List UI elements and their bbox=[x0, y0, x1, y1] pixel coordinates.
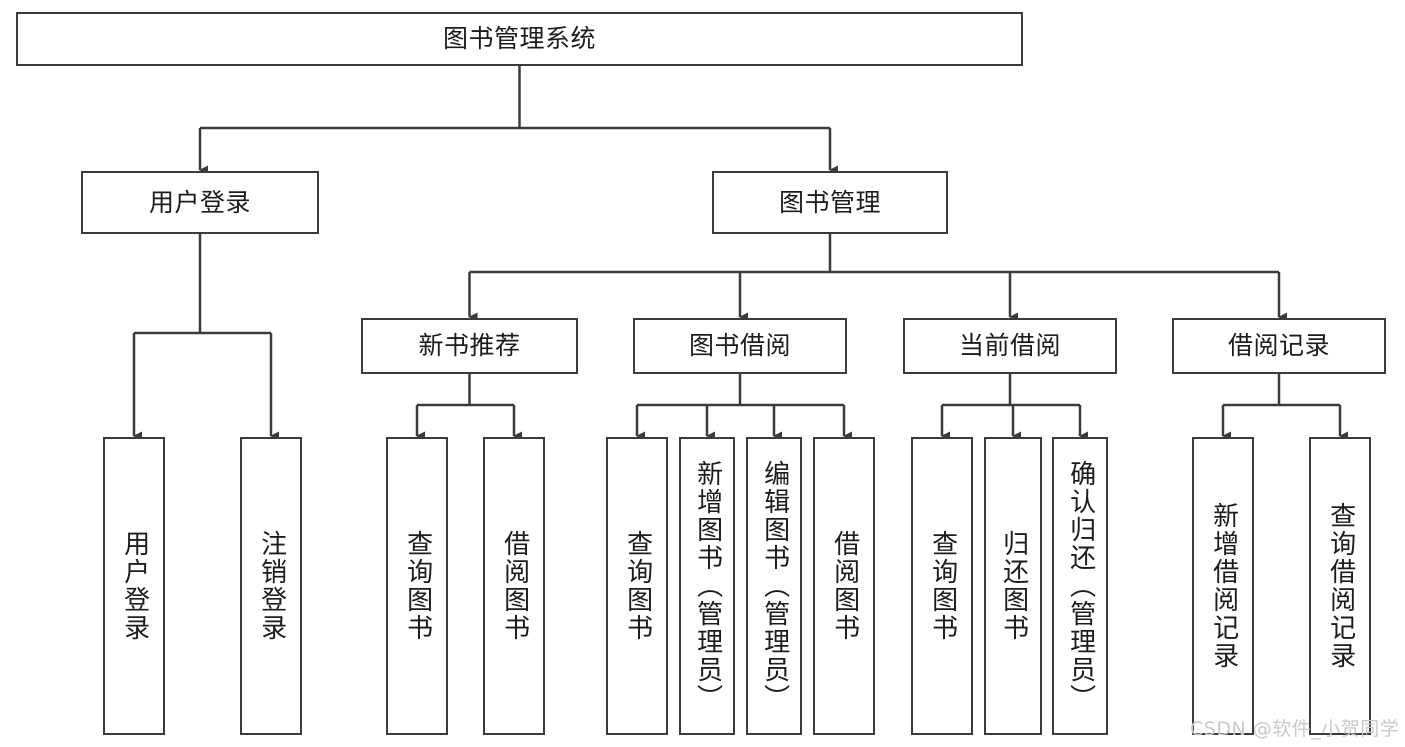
node-root[interactable]: 图书管理系统 bbox=[16, 12, 1023, 66]
node-label: 查询借阅记录 bbox=[1325, 502, 1356, 670]
node-current-borrow[interactable]: 当前借阅 bbox=[903, 318, 1117, 374]
node-label: 编辑图书（管理员） bbox=[759, 460, 790, 712]
node-leaf-query-book-1[interactable]: 查询图书 bbox=[386, 437, 448, 735]
node-label: 用户登录 bbox=[148, 187, 251, 217]
node-label: 当前借阅 bbox=[958, 331, 1061, 361]
node-leaf-edit-book[interactable]: 编辑图书（管理员） bbox=[746, 437, 802, 735]
node-label: 归还图书 bbox=[998, 530, 1029, 642]
node-label: 借阅图书 bbox=[829, 530, 860, 642]
node-borrow-record[interactable]: 借阅记录 bbox=[1172, 318, 1386, 374]
node-leaf-logout[interactable]: 注销登录 bbox=[240, 437, 302, 735]
node-leaf-borrow-book-2[interactable]: 借阅图书 bbox=[813, 437, 875, 735]
node-leaf-borrow-book-1[interactable]: 借阅图书 bbox=[483, 437, 545, 735]
node-label: 新增借阅记录 bbox=[1208, 502, 1239, 670]
node-book-borrow[interactable]: 图书借阅 bbox=[633, 318, 847, 374]
node-label: 新增图书（管理员） bbox=[692, 460, 723, 712]
node-label: 注销登录 bbox=[256, 530, 287, 642]
node-leaf-user-login[interactable]: 用户登录 bbox=[103, 437, 165, 735]
watermark-label: CSDN @软件_小贺同学 bbox=[1190, 718, 1400, 740]
node-label: 确认归还（管理员） bbox=[1065, 460, 1096, 712]
node-label: 借阅图书 bbox=[499, 530, 530, 642]
node-label: 借阅记录 bbox=[1227, 331, 1330, 361]
node-label: 图书管理 bbox=[778, 187, 881, 217]
node-label: 用户登录 bbox=[119, 530, 150, 642]
node-leaf-query-book-2[interactable]: 查询图书 bbox=[606, 437, 668, 735]
node-label: 查询图书 bbox=[927, 530, 958, 642]
node-leaf-return-book[interactable]: 归还图书 bbox=[984, 437, 1042, 735]
node-label: 新书推荐 bbox=[418, 331, 521, 361]
node-book-manage[interactable]: 图书管理 bbox=[712, 171, 948, 234]
node-label: 图书借阅 bbox=[688, 331, 791, 361]
node-label: 图书管理系统 bbox=[442, 24, 596, 54]
node-user-login[interactable]: 用户登录 bbox=[81, 171, 319, 234]
node-leaf-add-record[interactable]: 新增借阅记录 bbox=[1192, 437, 1254, 735]
node-new-book-rec[interactable]: 新书推荐 bbox=[361, 318, 578, 374]
node-leaf-add-book[interactable]: 新增图书（管理员） bbox=[679, 437, 735, 735]
edge-paths bbox=[132, 66, 1348, 441]
node-leaf-query-book-3[interactable]: 查询图书 bbox=[911, 437, 973, 735]
node-label: 查询图书 bbox=[402, 530, 433, 642]
node-leaf-confirm-return[interactable]: 确认归还（管理员） bbox=[1052, 437, 1108, 735]
node-leaf-query-record[interactable]: 查询借阅记录 bbox=[1309, 437, 1371, 735]
node-label: 查询图书 bbox=[622, 530, 653, 642]
